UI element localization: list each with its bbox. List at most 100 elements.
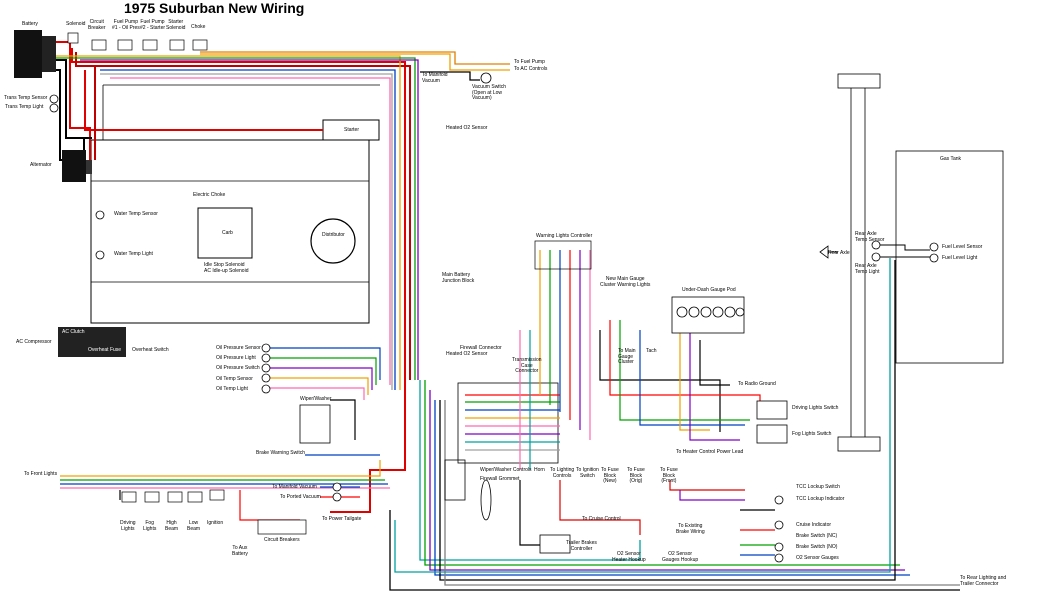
label-fog-lights: Fog Lights — [143, 520, 157, 532]
label-alternator: Alternator — [30, 162, 52, 168]
harness-main-red — [56, 41, 411, 513]
harness-top-bundle — [56, 51, 510, 390]
label-o2-sensor-gauges-hookup: O2 Sensor Gauges Hookup — [662, 551, 699, 563]
right-side-wires — [519, 320, 775, 556]
firewall-grommet-symbol — [480, 479, 492, 521]
label-distributor: Distributor — [322, 232, 345, 238]
label-idle-stop-solenoid: Idle Stop Solenoid — [204, 262, 245, 268]
label-to-ported-vacuum: To Ported Vacuum — [280, 494, 321, 500]
label-starter: Starter — [344, 127, 360, 133]
label-to-front-lights: To Front Lights — [24, 471, 58, 477]
label-wiper-washer-controls: Wiper/Washer Controls — [480, 467, 532, 473]
label-rear-axle: Rear Axle — [828, 250, 850, 256]
diagram-title: 1975 Suburban New Wiring — [124, 0, 305, 16]
label-fuel-pump-2: Fuel Pump #2 - Starter — [140, 19, 166, 31]
ac-compressor-body — [58, 327, 126, 357]
label-tcc-lockup-switch: TCC Lockup Switch — [796, 484, 840, 490]
label-circuit-breakers: Circuit Breakers — [264, 537, 300, 543]
label-rear-axle-temp-light: Rear Axle Temp Light — [855, 263, 880, 275]
rear-axle-diff — [819, 245, 829, 259]
alternator-body — [62, 150, 86, 182]
bottom-switches — [121, 489, 307, 535]
label-to-ignition-switch: To Ignition Switch — [576, 467, 599, 479]
label-oil-temp-light: Oil Temp Light — [216, 386, 248, 392]
label-fog-lights-switch: Fog Lights Switch — [792, 431, 832, 437]
sensor-symbols — [49, 72, 939, 563]
label-fuel-pump-1: Fuel Pump #1 - Oil Pres — [112, 19, 140, 31]
label-to-fuse-block-front: To Fuse Block (Front) — [660, 467, 678, 484]
label-tach: Tach — [646, 348, 657, 354]
label-heated-o2-sensor-mid: Heated O2 Sensor — [446, 351, 488, 357]
label-brake-warning-switch: Brake Warning Switch — [256, 450, 305, 456]
wiper-washer-box — [299, 404, 331, 444]
label-water-temp-light: Water Temp Light — [114, 251, 153, 257]
label-oil-pressure-switch: Oil Pressure Switch — [216, 365, 260, 371]
label-trans-temp-sensor: Trans Temp Sensor — [4, 95, 48, 101]
label-electric-choke: Electric Choke — [193, 192, 226, 198]
label-carb: Carb — [222, 230, 233, 236]
battery-body — [14, 30, 42, 78]
label-circuit-breaker: Circuit Breaker — [88, 19, 106, 31]
label-to-fuse-block-new: To Fuse Block (New) — [601, 467, 619, 484]
trailer-brakes-box — [539, 534, 571, 554]
label-to-existing-brake-wiring: To Existing Brake Wiring — [676, 523, 705, 535]
label-main-battery-junction-block: Main Battery Junction Block — [442, 272, 475, 284]
label-to-fuel-pump: To Fuel Pump — [514, 59, 545, 65]
fog-lights-switch-box — [756, 424, 788, 444]
label-transmission-case-connector: Transmission Case Connector — [512, 357, 542, 374]
label-o2-sensor-heater-hookup: O2 Sensor Heater Hookup — [612, 551, 646, 563]
label-ignition: Ignition — [207, 520, 224, 526]
label-battery: Battery — [22, 21, 38, 27]
label-heated-o2-sensor-top: Heated O2 Sensor — [446, 125, 488, 131]
gauge-pod — [671, 296, 745, 334]
label-o2-sensor-gauges: O2 Sensor Gauges — [796, 555, 839, 561]
label-choke: Choke — [191, 24, 206, 30]
label-oil-temp-sensor: Oil Temp Sensor — [216, 376, 253, 382]
top-switches — [67, 32, 208, 51]
label-solenoid: Solenoid — [66, 21, 86, 27]
label-overheat-switch: Overheat Switch — [132, 347, 169, 353]
oil-sensor-wires — [270, 347, 381, 456]
label-overheat-fuse: Overheat Fuse — [88, 347, 122, 353]
label-driving-lights-switch: Driving Lights Switch — [792, 405, 839, 411]
label-to-manifold-vacuum: To Manifold Vacuum — [272, 484, 317, 490]
harness-black — [56, 59, 92, 161]
battery-terminal — [42, 36, 56, 72]
label-firewall-connector: Firewall Connector — [460, 345, 502, 351]
warning-lights-controller-box — [534, 240, 592, 270]
driving-lights-switch-box — [756, 400, 788, 420]
label-fuel-level-light: Fuel Level Light — [942, 255, 978, 261]
engine-bay-outline — [90, 139, 370, 324]
firewall-connector-box — [444, 382, 559, 501]
label-low-beam: Low Beam — [187, 520, 201, 532]
label-fuel-level-sensor: Fuel Level Sensor — [942, 244, 983, 250]
label-to-rear-lighting: To Rear Lighting and Trailer Connector — [960, 575, 1007, 587]
label-to-lighting-controls: To Lighting Controls — [550, 467, 575, 479]
firewall-colored-wires — [465, 250, 591, 470]
label-starter-solenoid: Starter Solenoid — [166, 19, 186, 31]
label-horn: Horn — [534, 467, 545, 473]
label-to-aux-battery: To Aux Battery — [232, 545, 248, 557]
label-to-manifold-vacuum-top: To Manifold Vacuum — [422, 72, 448, 84]
label-gas-tank: Gas Tank — [940, 156, 962, 162]
alternator-pulley — [86, 160, 92, 174]
carb-body — [197, 207, 253, 259]
harness-lower-bundle — [389, 258, 960, 591]
label-oil-pressure-sensor: Oil Pressure Sensor — [216, 345, 261, 351]
label-ac-clutch: AC Clutch — [62, 329, 85, 335]
label-to-radio-ground: To Radio Ground — [738, 381, 776, 387]
label-rear-axle-temp-sensor: Rear Axle Temp Sensor — [855, 231, 885, 243]
distributor-body — [310, 218, 356, 264]
label-driving-lights: Driving Lights — [120, 520, 136, 532]
label-cruise-indicator: Cruise Indicator — [796, 522, 832, 528]
label-to-power-tailgate: To Power Tailgate — [322, 516, 362, 522]
label-trans-temp-light: Trans Temp Light — [5, 104, 44, 110]
label-to-cruise-control: To Cruise Control — [582, 516, 621, 522]
label-tcc-lockup-indicator: TCC Lockup Indicator — [796, 496, 845, 502]
rear-axle-top-bar — [837, 73, 881, 89]
rear-axle-bottom-bar — [837, 436, 881, 452]
label-brake-switch-nc: Brake Switch (NC) — [796, 533, 838, 539]
label-to-main-gauge-cluster: To Main Gauge Cluster — [618, 348, 636, 365]
